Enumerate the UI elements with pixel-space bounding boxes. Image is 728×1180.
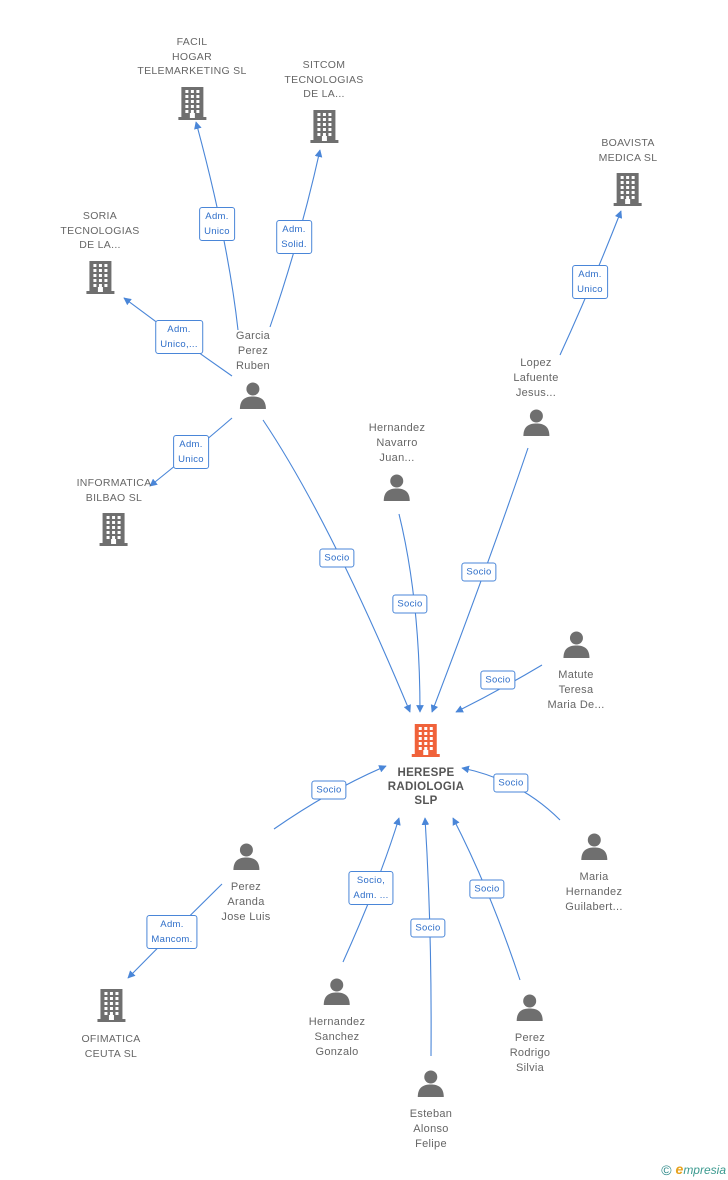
edge-garcia-center (262, 419, 411, 713)
relation-label-navarro-center[interactable]: Socio (392, 594, 428, 614)
node-label: SORIA TECNOLOGIAS DE LA... (60, 210, 140, 251)
company-node-boavista[interactable]: BOAVISTA MEDICA SL (599, 136, 658, 212)
person-icon (322, 976, 352, 1011)
person-icon (515, 992, 545, 1027)
copyright-symbol: © (661, 1161, 672, 1178)
relation-label-sanchez-center[interactable]: Socio, Adm. ... (348, 871, 394, 905)
node-label: Perez Aranda Jose Luis (221, 881, 271, 923)
person-icon (561, 629, 591, 664)
edge-rodrigo-center (452, 817, 521, 981)
building-icon (98, 511, 130, 552)
relation-label-esteban-center[interactable]: Socio (410, 918, 446, 938)
node-label: FACIL HOGAR TELEMARKETING SL (137, 36, 247, 77)
node-label: BOAVISTA MEDICA SL (598, 137, 658, 164)
person-icon (231, 841, 261, 876)
node-label: Hernandez Navarro Juan... (368, 422, 426, 464)
relation-label-garcia-informatica[interactable]: Adm. Unico (173, 435, 209, 469)
brand-name: mpresia (683, 1163, 726, 1177)
node-label: HERESPE RADIOLOGIA SLP (387, 767, 465, 807)
building-icon (308, 108, 340, 149)
person-icon (579, 831, 609, 866)
person-icon (382, 472, 412, 507)
node-label: Esteban Alonso Felipe (409, 1108, 453, 1150)
person-icon (416, 1068, 446, 1103)
node-label: Maria Hernandez Guilabert... (565, 871, 623, 913)
node-label: INFORMATICA BILBAO SL (76, 477, 152, 504)
relation-label-aranda-center[interactable]: Socio (311, 780, 347, 800)
person-node-garcia[interactable]: Garcia Perez Ruben (236, 329, 270, 415)
company-node-facil[interactable]: FACIL HOGAR TELEMARKETING SL (137, 35, 246, 126)
relation-label-garcia-soria[interactable]: Adm. Unico,... (155, 320, 203, 354)
relation-label-rodrigo-center[interactable]: Socio (469, 879, 505, 899)
brand-initial: e (675, 1161, 684, 1177)
building-icon (176, 85, 208, 126)
person-node-rodrigo[interactable]: Perez Rodrigo Silvia (510, 992, 551, 1076)
building-icon (84, 259, 116, 300)
center-company-node[interactable]: HERESPE RADIOLOGIA SLP (388, 722, 464, 808)
node-label: Perez Rodrigo Silvia (509, 1032, 551, 1074)
company-node-soria[interactable]: SORIA TECNOLOGIAS DE LA... (60, 209, 139, 300)
building-icon (612, 171, 644, 212)
relation-label-lopez-center[interactable]: Socio (461, 562, 497, 582)
person-node-navarro[interactable]: Hernandez Navarro Juan... (369, 421, 426, 507)
person-node-esteban[interactable]: Esteban Alonso Felipe (410, 1068, 452, 1152)
node-label: OFIMATICA CEUTA SL (81, 1033, 141, 1060)
relation-label-garcia-center[interactable]: Socio (319, 548, 355, 568)
company-node-informatica[interactable]: INFORMATICA BILBAO SL (77, 476, 152, 552)
building-icon (95, 987, 127, 1028)
person-node-sanchez[interactable]: Hernandez Sanchez Gonzalo (309, 976, 366, 1060)
relation-label-matute-center[interactable]: Socio (480, 670, 516, 690)
relation-label-garcia-facil[interactable]: Adm. Unico (199, 207, 235, 241)
person-node-aranda[interactable]: Perez Aranda Jose Luis (221, 841, 270, 925)
company-node-ofimatica[interactable]: OFIMATICA CEUTA SL (81, 987, 140, 1061)
footer-brand: © empresia (661, 1161, 726, 1178)
person-icon (521, 407, 551, 442)
person-node-guilabert[interactable]: Maria Hernandez Guilabert... (565, 831, 622, 915)
company-node-sitcom[interactable]: SITCOM TECNOLOGIAS DE LA... (284, 58, 363, 149)
relation-label-lopez-boavista[interactable]: Adm. Unico (572, 265, 608, 299)
relation-label-aranda-ofimatica[interactable]: Adm. Mancom. (146, 915, 198, 949)
relation-label-guilabert-center[interactable]: Socio (493, 773, 529, 793)
relation-label-garcia-sitcom[interactable]: Adm. Solid. (276, 220, 312, 254)
person-node-matute[interactable]: Matute Teresa Maria De... (547, 629, 604, 713)
node-label: Hernandez Sanchez Gonzalo (308, 1016, 366, 1058)
relation-edges (123, 121, 623, 1057)
building-icon (410, 722, 442, 763)
node-label: Garcia Perez Ruben (235, 330, 271, 372)
node-label: Lopez Lafuente Jesus... (513, 357, 559, 399)
node-label: Matute Teresa Maria De... (547, 669, 605, 711)
empresia-logo[interactable]: empresia (676, 1161, 726, 1178)
person-node-lopez[interactable]: Lopez Lafuente Jesus... (513, 356, 558, 442)
node-label: SITCOM TECNOLOGIAS DE LA... (284, 59, 364, 100)
person-icon (238, 380, 268, 415)
